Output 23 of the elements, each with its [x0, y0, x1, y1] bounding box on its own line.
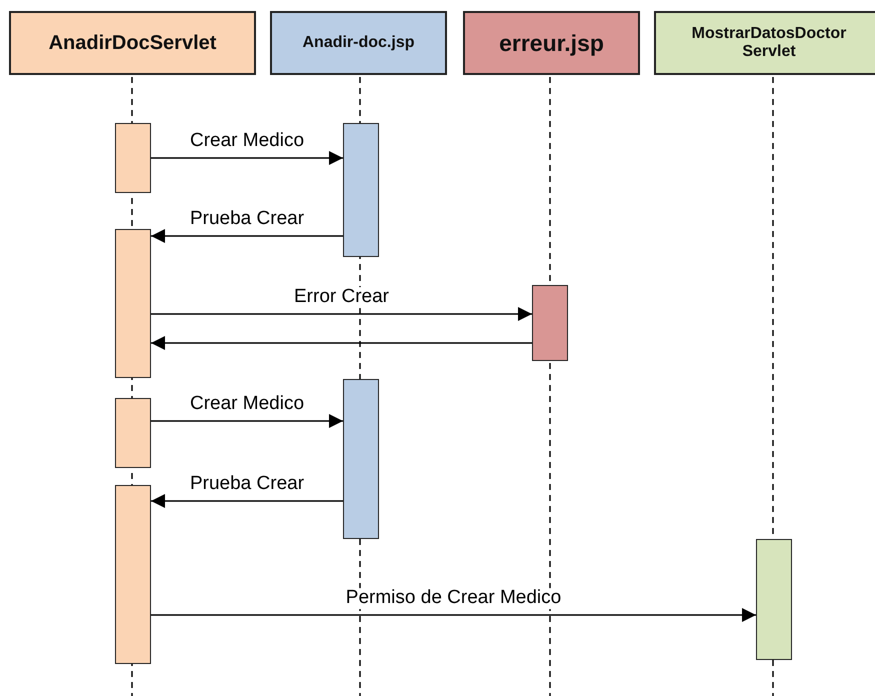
message-arrow: [151, 307, 532, 321]
activation-bar: [115, 398, 151, 468]
activation-bar: [343, 379, 379, 539]
message-arrow: [151, 229, 343, 243]
activation-bar: [115, 485, 151, 664]
activation-bar: [756, 539, 792, 660]
participant-name: erreur.jsp: [499, 30, 604, 56]
activation-bar: [343, 123, 379, 257]
message-arrow: [151, 414, 343, 428]
participant-name: Anadir-doc.jsp: [302, 34, 414, 52]
activation-bar: [115, 123, 151, 193]
message-arrow: [151, 608, 756, 622]
lifeline-header: [270, 11, 447, 75]
activation-bar: [532, 285, 568, 361]
lifeline-header: [9, 11, 256, 75]
message-arrow: [151, 151, 343, 165]
message-arrow: [151, 494, 343, 508]
lifeline-header: [654, 11, 875, 75]
participant-name: AnadirDocServlet: [48, 32, 216, 54]
activation-bar: [115, 229, 151, 378]
lifeline-header: [463, 11, 640, 75]
message-arrow: [151, 336, 532, 350]
participant-name: MostrarDatosDoctor Servlet: [690, 25, 848, 61]
